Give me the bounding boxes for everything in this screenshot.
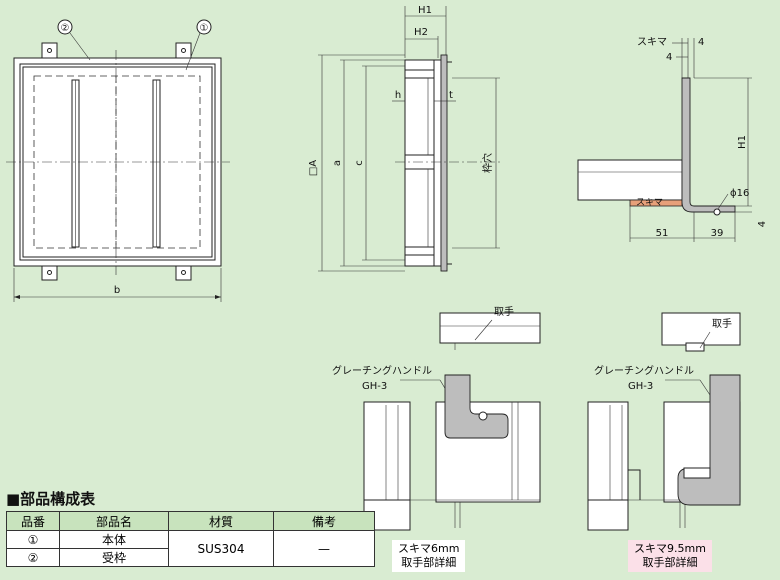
- corner-lid: [577, 159, 683, 201]
- front-view: ② ① b: [6, 19, 230, 302]
- callout-2: ②: [61, 23, 70, 34]
- label-handle-name-right: グレーチングハンドル: [594, 364, 694, 377]
- bracket-hole: [47, 48, 52, 53]
- table-row: ① 本体 SUS304 —: [6, 530, 375, 567]
- dim-label-hole: ϕ16: [730, 188, 749, 199]
- callout-circle-1: [196, 19, 212, 35]
- caption-left-line1: スキマ6mm: [398, 542, 460, 555]
- header-remarks: 備考: [273, 511, 375, 531]
- caption-left-detail: スキマ6mm 取手部詳細: [392, 540, 466, 572]
- dim-label-4-left: 4: [666, 52, 672, 63]
- handle-detail-right: 取手 グレーチングハンドル GH-3: [587, 312, 741, 531]
- section-top-rib: [404, 69, 435, 79]
- section-bottom-rib: [404, 246, 435, 256]
- cell-part-name: 受枠: [59, 548, 169, 567]
- label-handle-part-right: 取手: [712, 317, 732, 330]
- label-handle-model-left: GH-3: [362, 381, 387, 392]
- dim-label-a: a: [332, 160, 343, 166]
- table-row: ② 受枠: [6, 548, 375, 567]
- header-material: 材質: [168, 511, 274, 531]
- dim-label-h: h: [395, 90, 401, 101]
- callout-circle-2: [57, 19, 73, 35]
- handle-pin-left: [478, 411, 488, 421]
- parts-table: 品番 部品名 材質 備考 ① 本体 SUS304 — ② 受枠: [6, 511, 375, 567]
- bracket-hole: [47, 270, 52, 275]
- cell-part-no: ①: [6, 530, 60, 549]
- dim-label-b: b: [114, 285, 120, 296]
- corner-detail: スキマ 4 4 H1 ϕ16 4 51 39 スキマ: [577, 37, 768, 242]
- label-handle-name-left: グレーチングハンドル: [332, 364, 432, 377]
- dim-label-4-right: 4: [757, 221, 768, 227]
- grating-handle-left: [444, 374, 509, 439]
- section-frame-flange: [440, 54, 448, 272]
- section-view: H1 H2 h t □A a c 枠穴: [308, 5, 500, 272]
- bracket-hole: [181, 270, 186, 275]
- dim-label-39: 39: [711, 228, 724, 239]
- dim-label-corner-h1: H1: [737, 135, 748, 149]
- bracket-bottom-right: [175, 264, 192, 281]
- dim-label-h1: H1: [418, 5, 432, 16]
- handle-slot-right: [683, 467, 711, 479]
- caption-right-line2: 取手部詳細: [642, 556, 698, 569]
- parts-header-row: 品番 部品名 材質 備考: [6, 511, 375, 531]
- bracket-top-left: [41, 42, 58, 59]
- dim-label-a-square: □A: [308, 160, 319, 176]
- bracket-hole: [181, 48, 186, 53]
- dim-label-4-top: 4: [698, 37, 704, 48]
- label-handle-model-right: GH-3: [628, 381, 653, 392]
- cell-remarks: —: [273, 530, 375, 567]
- handle-detail-left: 取手 グレーチングハンドル GH-3: [332, 305, 541, 531]
- callout-1: ①: [200, 23, 209, 34]
- caption-left-line2: 取手部詳細: [401, 556, 457, 569]
- anchor-hole: [713, 208, 721, 216]
- cell-part-name: 本体: [59, 530, 169, 549]
- left-plan-box: [439, 312, 541, 344]
- label-handle-part-left: 取手: [494, 305, 514, 318]
- header-part-no: 品番: [6, 511, 60, 531]
- cell-part-no: ②: [6, 548, 60, 567]
- bracket-top-right: [175, 42, 192, 59]
- dim-label-t: t: [449, 90, 453, 101]
- dim-label-h2: H2: [414, 27, 428, 38]
- section-body: [404, 59, 442, 267]
- parts-table-title: ■部品構成表: [6, 490, 96, 508]
- label-gap-top: スキマ: [637, 37, 667, 48]
- dim-label-opening: 枠穴: [481, 153, 494, 173]
- dim-label-51: 51: [656, 228, 669, 239]
- cell-material: SUS304: [168, 530, 274, 567]
- caption-right-line1: スキマ9.5mm: [634, 542, 706, 555]
- caption-right-detail: スキマ9.5mm 取手部詳細: [628, 540, 712, 572]
- dim-label-c: c: [354, 160, 365, 166]
- bracket-bottom-left: [41, 264, 58, 281]
- corner-l-frame: [681, 77, 736, 213]
- header-part-name: 部品名: [59, 511, 169, 531]
- label-gap-bottom: スキマ: [636, 198, 663, 208]
